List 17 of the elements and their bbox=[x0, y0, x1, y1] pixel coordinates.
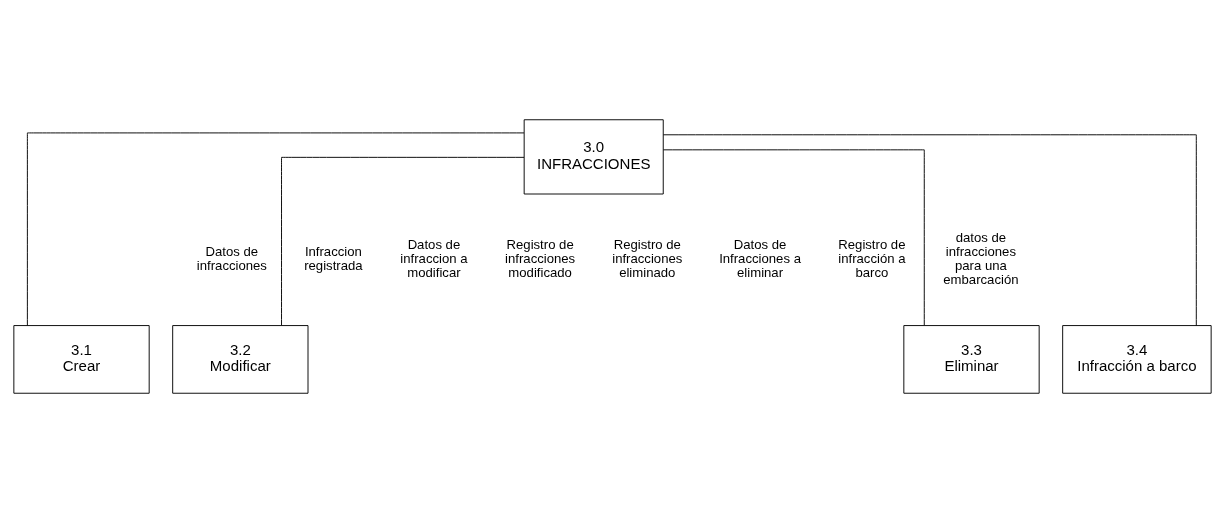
node-box: 3.3 Eliminar bbox=[903, 325, 1040, 394]
connector bbox=[662, 134, 1197, 326]
label: datos de infracciones para una embarcación bbox=[943, 230, 1019, 288]
label: Registro de infracciones modificado bbox=[505, 237, 576, 281]
label: Datos de Infracciones a eliminar bbox=[719, 237, 801, 281]
connector bbox=[281, 156, 525, 326]
connector bbox=[662, 149, 925, 326]
label: Registro de infracciones eliminado bbox=[612, 237, 683, 281]
node-box: 3.0 INFRACCIONES bbox=[523, 119, 664, 195]
label: Datos de infraccion a modificar bbox=[400, 237, 468, 281]
label: Registro de infracción a barco bbox=[838, 237, 906, 281]
connector bbox=[26, 132, 525, 326]
node-box: 3.1 Crear bbox=[13, 325, 150, 394]
label: Infraccion registrada bbox=[304, 244, 363, 274]
node-box: 3.2 Modificar bbox=[172, 325, 309, 394]
node-box: 3.4 Infracción a barco bbox=[1062, 325, 1212, 394]
label: Datos de infracciones bbox=[196, 244, 267, 274]
